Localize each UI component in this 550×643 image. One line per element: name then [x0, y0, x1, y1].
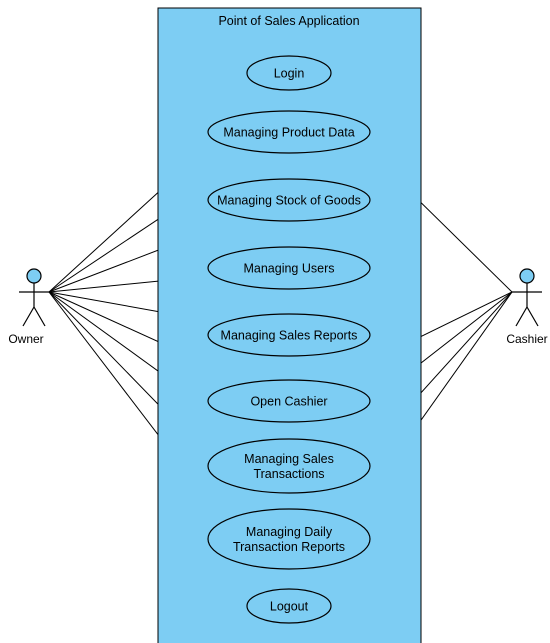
use-case-label: Managing Stock of Goods — [217, 194, 361, 208]
owner-left-leg — [22, 306, 35, 327]
use-case-label: Transaction Reports — [233, 540, 345, 554]
use-case-ellipse — [207, 110, 371, 154]
use-case-label: Open Cashier — [250, 395, 327, 409]
use-case-label: Logout — [270, 600, 309, 614]
use-case-managing-sales-reports[interactable]: Managing Sales Reports — [207, 313, 371, 357]
use-case-ellipse — [207, 438, 371, 494]
use-case-ellipse — [207, 508, 371, 570]
cashier-left-leg — [515, 306, 528, 327]
use-case-label: Managing Product Data — [223, 126, 354, 140]
use-case-managing-users[interactable]: Managing Users — [207, 246, 371, 290]
owner-right-leg — [33, 306, 46, 327]
use-case-managing-product-data[interactable]: Managing Product Data — [207, 110, 371, 154]
use-case-ellipse — [207, 178, 371, 222]
use-case-open-cashier[interactable]: Open Cashier — [207, 379, 371, 423]
use-case-ellipse — [246, 588, 332, 624]
actor-owner[interactable]: Owner — [8, 268, 49, 346]
use-case-logout[interactable]: Logout — [246, 588, 332, 624]
use-case-login[interactable]: Login — [246, 55, 332, 91]
use-case-ellipse — [246, 55, 332, 91]
cashier-right-leg — [526, 306, 539, 327]
actor-cashier[interactable]: Cashier — [506, 268, 548, 346]
use-case-label: Managing Users — [243, 262, 334, 276]
use-case-managing-stock-of-goods[interactable]: Managing Stock of Goods — [207, 178, 371, 222]
use-case-label: Managing Sales Reports — [221, 329, 358, 343]
use-case-ellipse — [207, 313, 371, 357]
owner-head — [26, 268, 42, 284]
use-case-label: Transactions — [253, 467, 324, 481]
use-case-label: Managing Daily — [246, 525, 333, 539]
system-title: Point of Sales Application — [218, 14, 359, 28]
cashier-head — [519, 268, 535, 284]
use-case-ellipse — [207, 379, 371, 423]
use-case-label: Login — [274, 67, 305, 81]
use-case-label: Managing Sales — [244, 452, 334, 466]
owner-label: Owner — [8, 332, 43, 346]
cashier-label: Cashier — [506, 332, 547, 346]
use-case-ellipse — [207, 246, 371, 290]
